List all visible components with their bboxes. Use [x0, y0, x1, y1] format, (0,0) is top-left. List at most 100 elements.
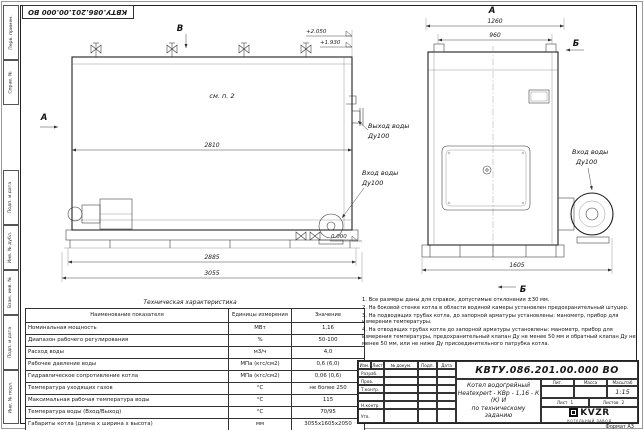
tb-role-nkontr: Н.контр.: [358, 401, 384, 409]
inlet-side-line2: Ду100: [361, 179, 383, 187]
tech-cell-value: 0,06 (0,6): [291, 370, 365, 383]
tb-lit-value: [541, 386, 574, 398]
tech-cell-units: м3/ч: [228, 346, 292, 359]
section-b-top-label: Б: [573, 39, 580, 49]
tech-header-row: Наименование показателя Единицы измерени…: [25, 308, 365, 323]
tech-col-value: Значение: [291, 308, 365, 323]
view-b-label: В: [177, 24, 183, 34]
dim-1260: 1260: [487, 18, 502, 25]
tech-cell-value: 70/95: [291, 406, 365, 419]
tb-empty: [384, 369, 418, 377]
tb-empty: [358, 393, 384, 401]
tech-cell-value: 50-100: [291, 334, 365, 347]
company-subtitle: КОТЕЛЬНЫЙ ЗАВОД: [567, 418, 612, 423]
tech-cell-units: %: [228, 334, 292, 347]
tech-cell-units: МВт: [228, 322, 292, 335]
tb-role-razrab: Разраб.: [358, 369, 384, 377]
tech-cell-name: Максимальная рабочая температура воды: [25, 394, 229, 407]
company-name: KVZR: [580, 407, 610, 418]
tb-empty: [384, 393, 418, 401]
kvzr-logo-icon: [569, 408, 579, 417]
tb-scale-value: 1:15: [607, 386, 638, 398]
note-2: 2. На боковой стенке котла в области вод…: [362, 304, 629, 311]
dim-3055: 3055: [204, 270, 219, 277]
tb-empty: [418, 369, 437, 377]
base-frame-side: [64, 229, 360, 249]
title-block: Изм. Лист № докум. Подп. Дата Разраб. Пр…: [357, 360, 639, 424]
tech-cell-units: °С: [228, 382, 292, 395]
tb-empty: [418, 409, 437, 423]
tb-col-podp: Подп.: [418, 361, 437, 369]
inlet-label-side: Вход воды Ду100: [341, 169, 398, 219]
top-valves: [90, 42, 312, 57]
tb-company-cell: KVZR КОТЕЛЬНЫЙ ЗАВОД: [541, 407, 638, 423]
inlet-side-line1: Вход воды: [362, 169, 398, 177]
margin-strip-inv-podl: Инв. № подл.: [3, 370, 19, 424]
tb-empty: [418, 401, 437, 409]
margin-strip-vzam-inv: Взам. инв. №: [3, 270, 19, 315]
format-label: Формат А3: [605, 424, 634, 430]
margin-strip-podp-data-1: Подп. и дата: [3, 170, 19, 225]
side-dimensions: 2810 2885 3055: [61, 142, 363, 282]
note-1: 1. Все размеры даны для справок, допусти…: [362, 297, 550, 303]
tech-cell-name: Температура уходящих газов: [25, 382, 229, 395]
dim-960: 960: [489, 32, 501, 39]
note-3: 3. На подводящих трубах котла, до запорн…: [362, 312, 619, 326]
tech-cell-name: Расход воды: [25, 346, 229, 359]
tb-sheets-label: Листов: [602, 400, 619, 405]
tb-sheet: Лист 1: [541, 398, 589, 407]
tech-cell-units: МПа (кгс/см2): [228, 370, 292, 383]
side-view: А В см. п. 2 +2.050 +1.930 0.000 В: [40, 24, 409, 282]
margin-strip-perv-primen: Перв. примен.: [3, 5, 19, 60]
tb-role-prov: Пров.: [358, 377, 384, 385]
tb-role-utv: Утв.: [358, 409, 384, 423]
tb-empty: [437, 369, 456, 377]
tech-cell-units: МПа (кгс/см2): [228, 358, 292, 371]
tech-cell-name: Диапазон рабочего регулирования: [25, 334, 229, 347]
company-logo: KVZR КОТЕЛЬНЫЙ ЗАВОД: [567, 407, 612, 423]
tb-empty: [437, 401, 456, 409]
tb-scale-label: Масштаб: [607, 379, 638, 386]
see-note-label: см. п. 2: [209, 92, 234, 100]
tech-cell-name: Температура воды (Вход/Выход): [25, 406, 229, 419]
tb-mass-value: [574, 386, 607, 398]
front-view: А 1260 960 Б Б: [421, 6, 614, 295]
tb-empty: [384, 409, 418, 423]
tb-empty: [437, 377, 456, 385]
section-a-label: А: [40, 113, 48, 123]
tb-empty: [384, 377, 418, 385]
tech-cell-name: Номинальная мощность: [25, 322, 229, 335]
tech-cell-name: Рабочее давление воды: [25, 358, 229, 371]
tech-col-name: Наименование показателя: [25, 308, 229, 323]
dim-2810: 2810: [204, 142, 219, 149]
tb-doc-number: КВТУ.086.201.00.000 ВО: [456, 361, 638, 379]
burner-assembly: [67, 198, 133, 230]
tech-cell-value: 4,0: [291, 346, 365, 359]
tech-cell-value: 115: [291, 394, 365, 407]
tech-cell-name: Габариты котла (длина х ширина х высота): [25, 418, 229, 430]
tb-product-title: Котел водогрейный Heatexpert - КВр - 1,1…: [456, 379, 541, 423]
tech-cell-value: 1,16: [291, 322, 365, 335]
outlet-label-line1: Выход воды: [368, 122, 409, 130]
tb-empty: [437, 385, 456, 393]
margin-strip-podp-data-2: Подп. и дата: [3, 315, 19, 370]
outlet-nozzle: [346, 95, 364, 126]
note-4: 4. На отводящих трубах котла до запорной…: [362, 327, 636, 347]
tb-empty: [437, 409, 456, 423]
tech-cell-value: 0,6 (6,0): [291, 358, 365, 371]
inlet-front-line1: Вход воды: [572, 148, 608, 156]
front-dimension-bottom: 1605: [421, 238, 613, 274]
tb-sheet-value: 1: [570, 400, 574, 405]
tb-title-line1: Котел водогрейный: [467, 382, 530, 390]
inlet-front-line2: Ду100: [575, 158, 597, 166]
tb-sheet-label: Лист: [556, 400, 568, 405]
base-frame-front: [421, 244, 565, 258]
tech-table-title: Техническая характеристика: [143, 299, 237, 306]
elevation-top-text: +2.050: [306, 29, 327, 35]
